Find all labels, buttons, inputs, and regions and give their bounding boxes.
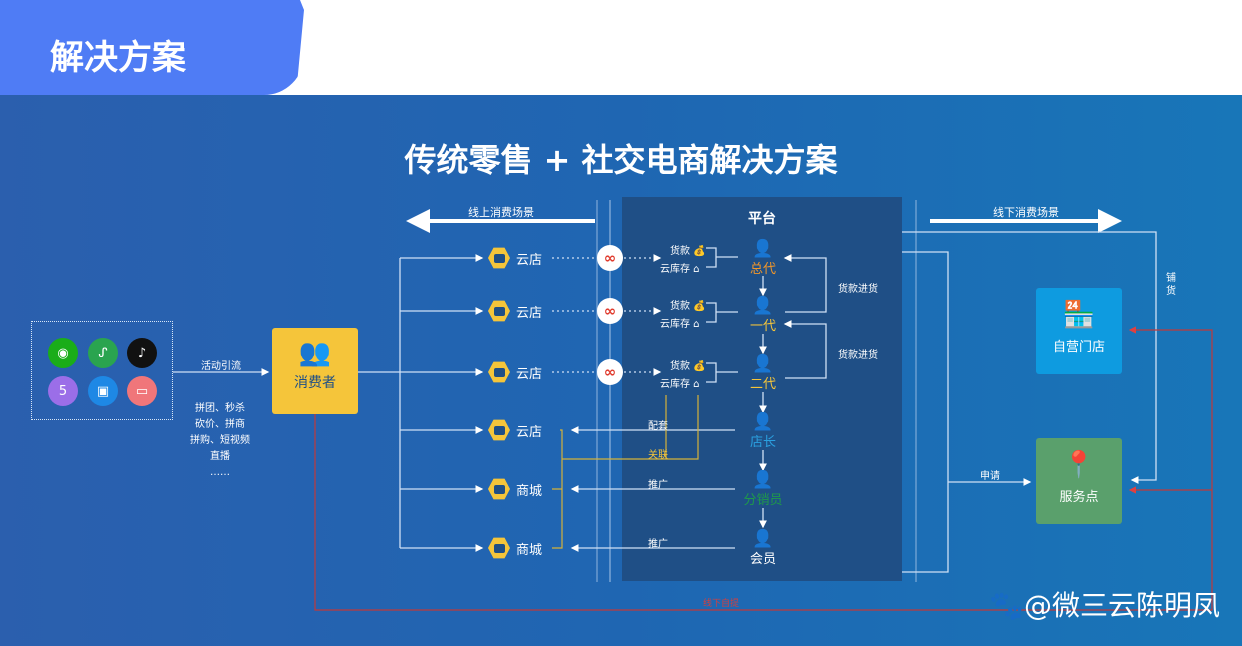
online-scene-label: 线上消费场景 <box>468 206 534 219</box>
store-hex-icon <box>488 419 510 441</box>
link-icon: ∞ <box>597 298 623 324</box>
service-point-node[interactable]: 📍 服务点 <box>1036 438 1122 524</box>
activity-label: 活动引流 <box>201 361 241 372</box>
diagram-title: 传统零售 + 社交电商解决方案 <box>404 141 838 179</box>
header-title: 解决方案 <box>50 38 186 78</box>
activity-type: 砍价、拼商 <box>195 419 245 430</box>
role-distributor[interactable]: 👤 分销员 <box>733 471 793 508</box>
role-general-agent[interactable]: 👤 总代 <box>733 240 793 277</box>
app-icon[interactable]: ▣ <box>88 376 118 406</box>
payment-label: 货款 💰 <box>670 246 706 257</box>
match-label: 配套 <box>648 421 668 432</box>
role-label: 二代 <box>749 377 776 392</box>
store-hex-icon <box>488 537 510 559</box>
platform-panel <box>622 197 902 581</box>
role-store-manager[interactable]: 👤 店长 <box>733 413 793 450</box>
person-icon: 👤 <box>752 412 774 432</box>
role-label: 会员 <box>749 552 776 567</box>
self-store-node[interactable]: 🏪 自营门店 <box>1036 288 1122 374</box>
restock-label: 货款进货 <box>838 284 878 295</box>
apply-label: 申请 <box>980 471 1000 482</box>
self-store-label: 自营门店 <box>1052 340 1105 355</box>
person-icon: 👤 <box>752 296 774 316</box>
cloud-store-node[interactable]: 云店 <box>488 419 542 441</box>
platform-label: 平台 <box>748 211 776 227</box>
consumer-node[interactable]: 👥 消费者 <box>272 328 358 414</box>
activity-type: 直播 <box>210 451 230 462</box>
person-icon: 👤 <box>752 470 774 490</box>
distribute-label: 铺货 <box>1166 273 1176 297</box>
store-label: 商城 <box>516 542 543 558</box>
service-point-label: 服务点 <box>1059 490 1099 505</box>
store-label: 商城 <box>516 483 543 499</box>
vip-person-icon: 👤 <box>752 529 774 549</box>
mall-node[interactable]: 商城 <box>488 478 542 500</box>
link-icon: ∞ <box>597 359 623 385</box>
store-icon[interactable]: ▭ <box>127 376 157 406</box>
link-icon: ∞ <box>597 245 623 271</box>
promote-label: 推广 <box>648 539 668 550</box>
restock-label: 货款进货 <box>838 350 878 361</box>
payment-label: 货款 💰 <box>670 301 706 312</box>
role-second-agent[interactable]: 👤 二代 <box>733 355 793 392</box>
cloud-store-node[interactable]: 云店 <box>488 300 542 322</box>
wechat-icon[interactable]: ◉ <box>48 338 78 368</box>
header-tab: 解决方案 <box>0 0 304 95</box>
person-icon: 👤 <box>752 239 774 259</box>
shop-icon: 🏪 <box>1062 300 1096 330</box>
store-label: 云店 <box>516 366 543 382</box>
activity-type: 拼团、秒杀 <box>195 403 245 414</box>
store-label: 云店 <box>516 305 543 321</box>
baidu-paw-icon: 🐾 <box>989 589 1024 622</box>
activity-types: 拼团、秒杀 砍价、拼商 拼购、短视频 直播 …… <box>180 401 260 481</box>
channel-group <box>31 321 173 420</box>
html5-icon[interactable]: 5 <box>48 376 78 406</box>
role-first-agent[interactable]: 👤 一代 <box>733 297 793 334</box>
activity-type: …… <box>210 467 230 478</box>
store-hex-icon <box>488 478 510 500</box>
users-icon: 👥 <box>298 338 332 368</box>
stock-label: 云库存 ⌂ <box>660 319 700 330</box>
role-label: 分销员 <box>743 493 783 508</box>
watermark: 🐾@微三云陈明凤 <box>989 589 1220 622</box>
offline-scene-label: 线下消费场景 <box>993 206 1059 219</box>
mini-program-icon[interactable]: ᔑ <box>88 338 118 368</box>
promote-label: 推广 <box>648 480 668 491</box>
store-hex-icon <box>488 361 510 383</box>
store-label: 云店 <box>516 252 543 268</box>
cloud-store-node[interactable]: 云店 <box>488 247 542 269</box>
activity-type: 拼购、短视频 <box>190 435 250 446</box>
role-member[interactable]: 👤 会员 <box>733 530 793 567</box>
mall-node[interactable]: 商城 <box>488 537 542 559</box>
person-icon: 👤 <box>752 354 774 374</box>
cloud-store-node[interactable]: 云店 <box>488 361 542 383</box>
role-label: 店长 <box>749 435 776 450</box>
relate-label: 关联 <box>648 450 668 461</box>
role-label: 一代 <box>749 319 776 334</box>
stock-label: 云库存 ⌂ <box>660 264 700 275</box>
role-label: 总代 <box>749 262 776 277</box>
location-pin-icon: 📍 <box>1062 450 1096 480</box>
douyin-icon[interactable]: ♪ <box>127 338 157 368</box>
payment-label: 货款 💰 <box>670 361 706 372</box>
store-hex-icon <box>488 247 510 269</box>
pickup-label: 线下自提 <box>703 599 740 609</box>
store-label: 云店 <box>516 424 543 440</box>
stock-label: 云库存 ⌂ <box>660 379 700 390</box>
store-hex-icon <box>488 300 510 322</box>
consumer-label: 消费者 <box>294 375 336 391</box>
